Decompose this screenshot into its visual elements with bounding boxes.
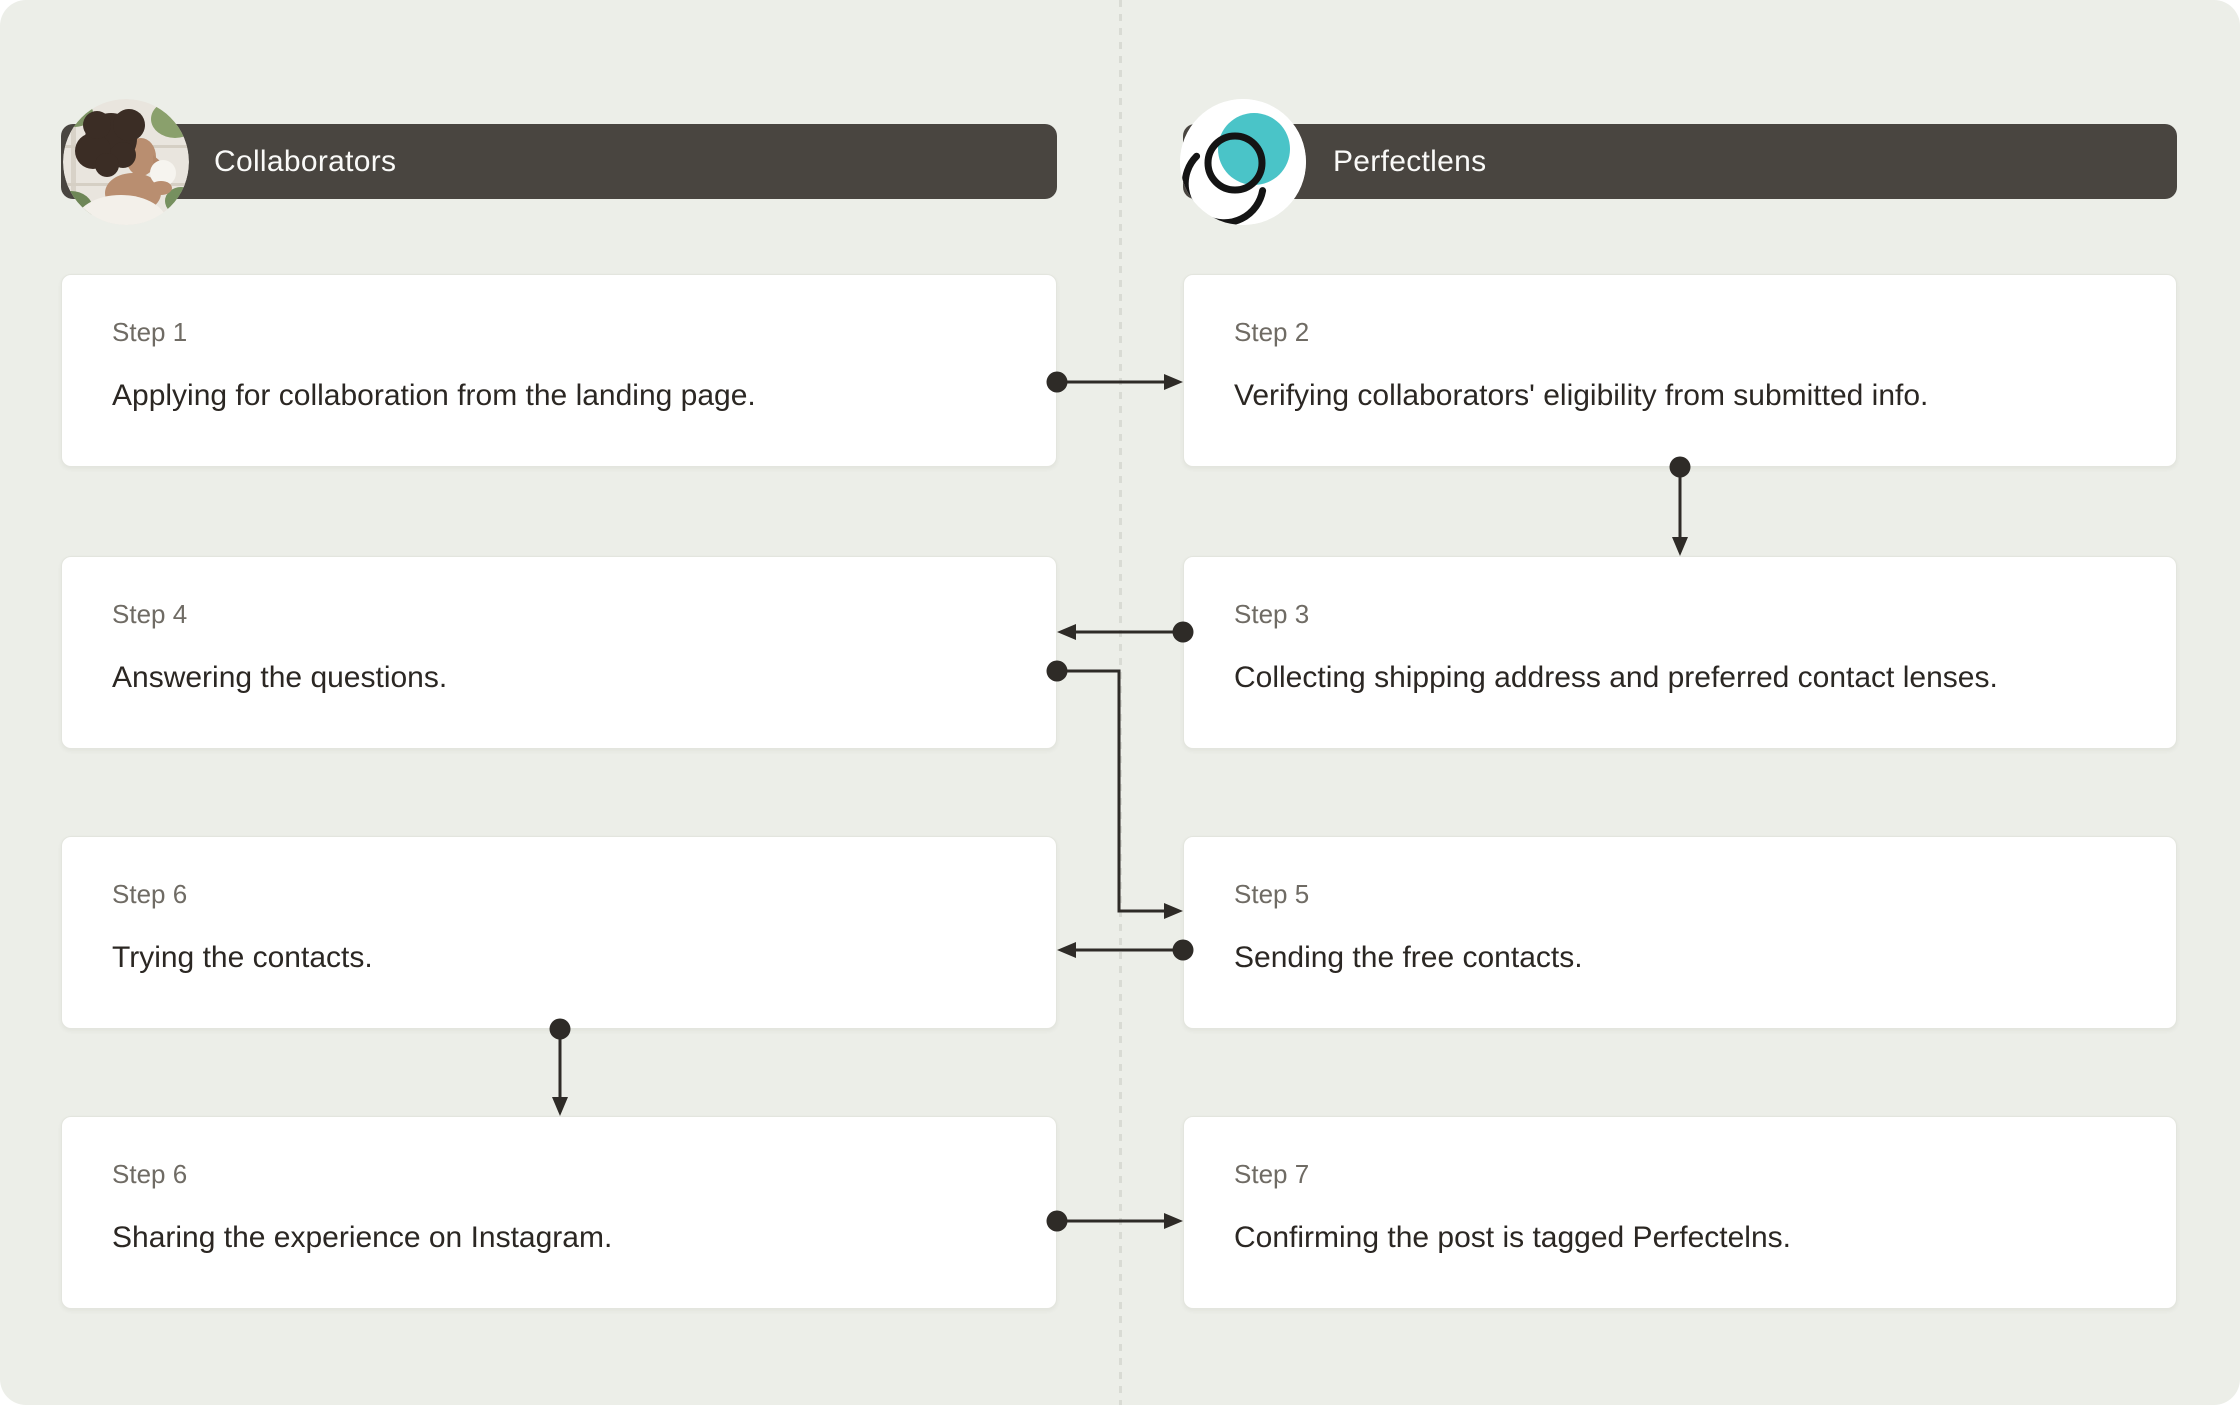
connector-step6-step6b xyxy=(549,1018,571,1116)
step-description: Trying the contacts. xyxy=(112,941,373,974)
step-card-5: Step 5 Sending the free contacts. xyxy=(1183,836,2177,1029)
step-label: Step 7 xyxy=(1234,1159,1310,1189)
connector-step2-step3 xyxy=(1669,456,1691,556)
lane-title-collaborators: Collaborators xyxy=(214,144,397,178)
step-label: Step 1 xyxy=(112,317,188,347)
column-divider-dashed-line xyxy=(1119,0,1122,1405)
step-label: Step 6 xyxy=(112,1159,188,1189)
step-description: Applying for collaboration from the land… xyxy=(112,379,756,412)
connector-step4-step5 xyxy=(1046,660,1183,919)
step-description: Sharing the experience on Instagram. xyxy=(112,1221,613,1254)
step-label: Step 4 xyxy=(112,599,188,629)
lane-header-perfectlens: Perfectlens xyxy=(1180,99,2177,225)
collaborator-avatar-photo xyxy=(63,99,189,225)
step-description: Verifying collaborators' eligibility fro… xyxy=(1234,379,1929,412)
step-card-6b: Step 6 Sharing the experience on Instagr… xyxy=(61,1116,1057,1309)
connector-step3-step4 xyxy=(1057,621,1194,643)
lane-header-collaborators: Collaborators xyxy=(61,99,1057,225)
step-description: Sending the free contacts. xyxy=(1234,941,1583,974)
lens-logo-icon xyxy=(1180,99,1306,225)
connector-step5-step6 xyxy=(1057,939,1194,961)
step-description: Answering the questions. xyxy=(112,661,448,694)
step-label: Step 5 xyxy=(1234,879,1310,909)
avatar-illustration xyxy=(63,99,189,225)
step-card-2: Step 2 Verifying collaborators' eligibil… xyxy=(1183,274,2177,467)
step-card-4: Step 4 Answering the questions. xyxy=(61,556,1057,749)
step-description: Collecting shipping address and preferre… xyxy=(1234,661,1998,694)
step-card-3: Step 3 Collecting shipping address and p… xyxy=(1183,556,2177,749)
step-description: Confirming the post is tagged Perfecteln… xyxy=(1234,1221,1791,1254)
connector-step1-step2 xyxy=(1046,371,1183,393)
lane-title-perfectlens: Perfectlens xyxy=(1333,144,1487,178)
connector-step6b-step7 xyxy=(1046,1210,1183,1232)
step-card-7: Step 7 Confirming the post is tagged Per… xyxy=(1183,1116,2177,1309)
step-card-6: Step 6 Trying the contacts. xyxy=(61,836,1057,1029)
step-label: Step 6 xyxy=(112,879,188,909)
step-label: Step 2 xyxy=(1234,317,1310,347)
perfectlens-logo xyxy=(1180,99,1306,225)
step-card-1: Step 1 Applying for collaboration from t… xyxy=(61,274,1057,467)
step-label: Step 3 xyxy=(1234,599,1310,629)
